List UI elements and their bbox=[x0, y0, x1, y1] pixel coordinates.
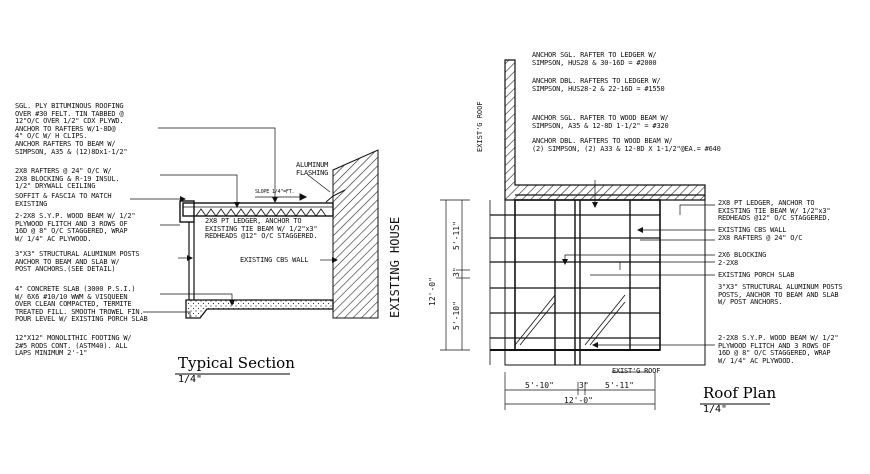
exist-roof-vertical-label: EXIST'G ROOF bbox=[476, 101, 484, 152]
existing-house-wall bbox=[332, 149, 379, 319]
dim-horizontal-left: 5'-10" bbox=[525, 381, 554, 390]
posts-note: 3"X3" STRUCTURAL ALUMINUM POSTS ANCHOR T… bbox=[15, 250, 140, 274]
typical-section-scale: 1/4" bbox=[178, 374, 203, 385]
dim-vertical-lower: 5'-10" bbox=[452, 301, 461, 330]
plan-posts-note: 3"X3" STRUCTURAL ALUMINUM POSTS POSTS, A… bbox=[718, 283, 843, 307]
anchor-note-2: ANCHOR DBL. RAFTERS TO LEDGER W/ SIMPSON… bbox=[532, 77, 665, 93]
dim-horizontal-gap: 3" bbox=[579, 381, 589, 390]
plan-cbs-note: EXISTING CBS WALL 2X8 RAFTERS @ 24" O/C bbox=[718, 226, 803, 242]
anchor-note-1: ANCHOR SGL. RAFTER TO LEDGER W/ SIMPSON,… bbox=[532, 51, 657, 67]
rafters-note: 2X8 RAFTERS @ 24" O/C W/ 2X8 BLOCKING & … bbox=[15, 167, 120, 191]
plan-leaders bbox=[564, 180, 715, 373]
section-cbs-wall-label: EXISTING CBS WALL bbox=[240, 256, 309, 264]
section-ledger-note: 2X8 PT LEDGER, ANCHOR TO EXISTING TIE BE… bbox=[205, 217, 318, 241]
porch-outline bbox=[504, 199, 706, 366]
fascia-beam bbox=[179, 200, 195, 223]
dim-horizontal-overall: 12'-0" bbox=[564, 396, 593, 405]
dim-vertical-upper: 5'-11" bbox=[452, 221, 461, 250]
blocking-note: 2X6 BLOCKING 2-2X8 bbox=[718, 251, 767, 267]
exist-roof-bottom-label: EXIST'G ROOF bbox=[612, 367, 661, 375]
roof-plan-drawing bbox=[440, 59, 715, 410]
dim-horizontal-right: 5'-11" bbox=[605, 381, 634, 390]
aluminum-flashing-label: ALUMINUM FLASHING bbox=[296, 161, 329, 177]
footing-note: 12"X12" MONOLITHIC FOOTING W/ 2#5 RODS C… bbox=[15, 334, 132, 358]
dim-vertical-overall: 12'-0" bbox=[428, 277, 437, 306]
slope-label: SLOPE 1/4"=FT. bbox=[255, 189, 295, 195]
beam-note: 2-2X8 S.Y.P. WOOD BEAM W/ 1/2" PLYWOOD F… bbox=[15, 212, 136, 243]
roofing-note: SGL. PLY BITUMINOUS ROOFING OVER #30 FEL… bbox=[15, 102, 128, 156]
dim-vertical-gap: 3" bbox=[452, 267, 461, 277]
soffit-note: SOFFIT & FASCIA TO MATCH EXISTING bbox=[15, 192, 112, 208]
section-leaders bbox=[130, 127, 335, 318]
existing-house-label: EXISTING HOUSE bbox=[388, 216, 402, 318]
anchor-note-4: ANCHOR DBL. RAFTERS TO WOOD BEAM W/ (2) … bbox=[532, 137, 721, 153]
roof-plan-title: Roof Plan bbox=[703, 384, 777, 402]
horizontal-dimensions bbox=[504, 372, 656, 410]
beams bbox=[489, 200, 631, 365]
concrete-slab bbox=[185, 299, 334, 319]
roof-plan-scale: 1/4" bbox=[703, 404, 728, 415]
plan-beam-note: 2-2X8 S.Y.P. WOOD BEAM W/ 1/2" PLYWOOD F… bbox=[718, 334, 839, 365]
vertical-dimensions bbox=[440, 199, 470, 351]
typical-section-title: Typical Section bbox=[178, 354, 295, 372]
anchor-note-3: ANCHOR SGL. RAFTER TO WOOD BEAM W/ SIMPS… bbox=[532, 114, 669, 130]
porch-slab-note: EXISTING PORCH SLAB bbox=[718, 271, 795, 279]
plan-ledger-note: 2X8 PT LEDGER, ANCHOR TO EXISTING TIE BE… bbox=[718, 199, 831, 223]
slab-note: 4" CONCRETE SLAB (3000 P.S.I.) W/ 6X6 #1… bbox=[15, 285, 148, 324]
roof-deck bbox=[182, 202, 334, 217]
insulation-zigzag bbox=[195, 208, 327, 217]
typical-section-drawing bbox=[130, 127, 379, 319]
